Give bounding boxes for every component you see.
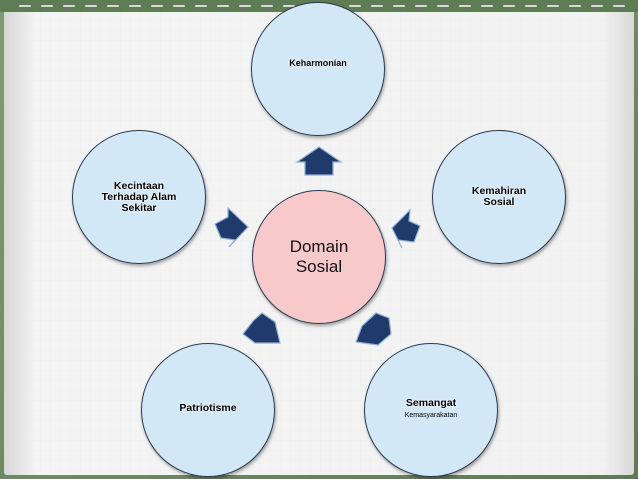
node-kemahiran: Kemahiran Sosial <box>432 130 566 264</box>
node-patriotisme: Patriotisme <box>141 343 275 477</box>
node-kecintaan-line2: Terhadap Alam <box>101 190 177 203</box>
arrows <box>214 146 421 346</box>
node-semangat-sub: Kemasyarakatan <box>404 411 458 419</box>
node-kecintaan-line1: Kecintaan <box>113 179 165 192</box>
arrow-bottom-left <box>242 312 281 344</box>
arrow-right <box>391 208 421 249</box>
node-domain-sosial: Domain Sosial <box>252 190 386 324</box>
node-kemahiran-line1: Kemahiran <box>471 185 527 197</box>
node-kecintaan: Kecintaan Terhadap Alam Sekitar <box>72 130 206 264</box>
center-line1: Domain <box>289 237 349 256</box>
node-keharmonian: Keharmonian <box>251 2 385 136</box>
arrow-top <box>295 146 343 176</box>
arrow-bottom-right <box>355 312 392 346</box>
node-semangat-label: Semangat <box>405 396 457 409</box>
center-line2: Sosial <box>295 257 343 276</box>
node-semangat: Semangat Kemasyarakatan <box>364 343 498 477</box>
node-patriotisme-label: Patriotisme <box>179 401 237 414</box>
arrow-left <box>214 206 249 248</box>
node-kecintaan-line3: Sekitar <box>121 201 157 214</box>
node-kemahiran-line2: Sosial <box>483 196 515 208</box>
node-keharmonian-label: Keharmonian <box>289 57 347 68</box>
